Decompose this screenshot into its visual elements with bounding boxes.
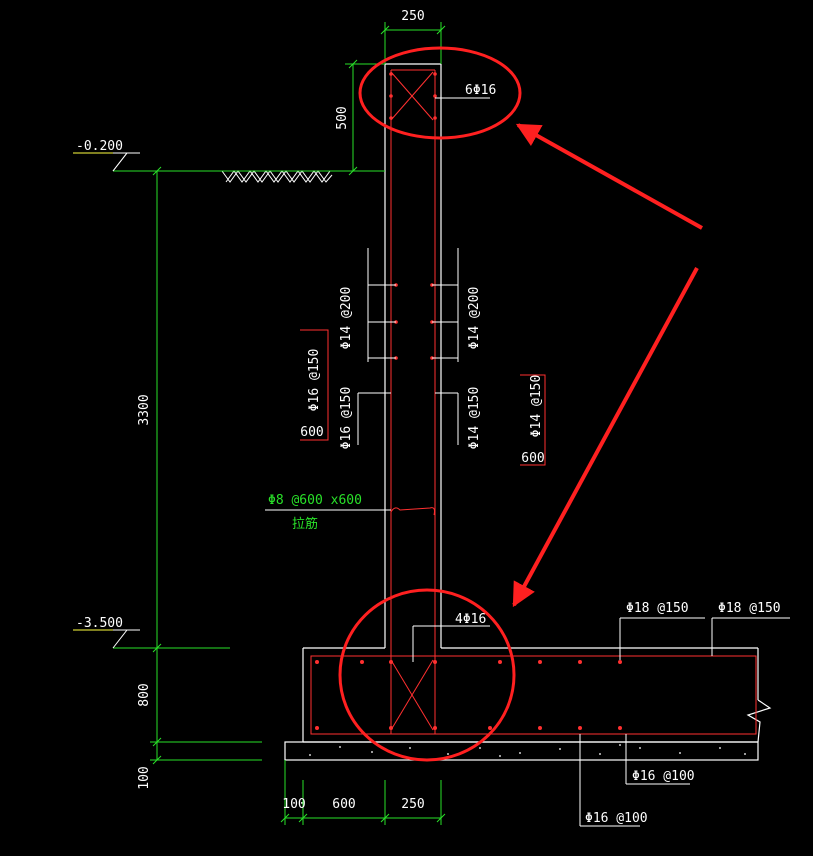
label-outer-left-length: 600	[300, 425, 323, 440]
dim-bottom-wall-width: 250	[401, 797, 424, 812]
label-bottom-corner-bars: 4Φ16	[455, 612, 486, 627]
elevation-bottom: -3.500	[76, 616, 123, 631]
label-base-bottom-1: Φ16 @100	[632, 769, 695, 784]
label-inner-left-lower: Φ16 @150	[339, 387, 354, 450]
dimension-lines	[113, 22, 446, 825]
elevation-top: -0.200	[76, 139, 123, 154]
ground-hatch	[220, 170, 333, 183]
label-outer-left: Φ16 @150	[307, 349, 322, 412]
dim-heel: 600	[332, 797, 355, 812]
dim-blinding-height: 100	[137, 766, 152, 789]
dim-wall-height: 3300	[137, 394, 152, 425]
label-inner-right-upper: Φ14 @200	[467, 287, 482, 350]
label-outer-right-length: 600	[521, 451, 544, 466]
tie-bar-name: 拉筋	[292, 516, 318, 532]
dim-top-width: 250	[401, 9, 424, 24]
dim-top-zone: 500	[335, 106, 350, 129]
label-base-top-1: Φ18 @150	[626, 601, 689, 616]
label-inner-left-upper: Φ14 @200	[339, 287, 354, 350]
elevation-markers	[73, 152, 140, 649]
blinding-layer	[284, 741, 759, 761]
label-outer-right: Φ14 @150	[529, 375, 544, 438]
label-base-bottom-2: Φ16 @100	[585, 811, 648, 826]
rebar-dots	[315, 72, 622, 730]
leader-lines	[265, 97, 790, 827]
tie-bar-spec: Φ8 @600 x600	[268, 493, 362, 508]
label-top-corner-bars: 6Φ16	[465, 83, 496, 98]
dim-base-height: 800	[137, 683, 152, 706]
dim-left-offset: 100	[282, 797, 305, 812]
label-inner-right-lower: Φ14 @150	[467, 387, 482, 450]
annotation-highlights	[338, 46, 703, 762]
rebar-lines	[300, 69, 757, 735]
label-base-top-2: Φ18 @150	[718, 601, 781, 616]
